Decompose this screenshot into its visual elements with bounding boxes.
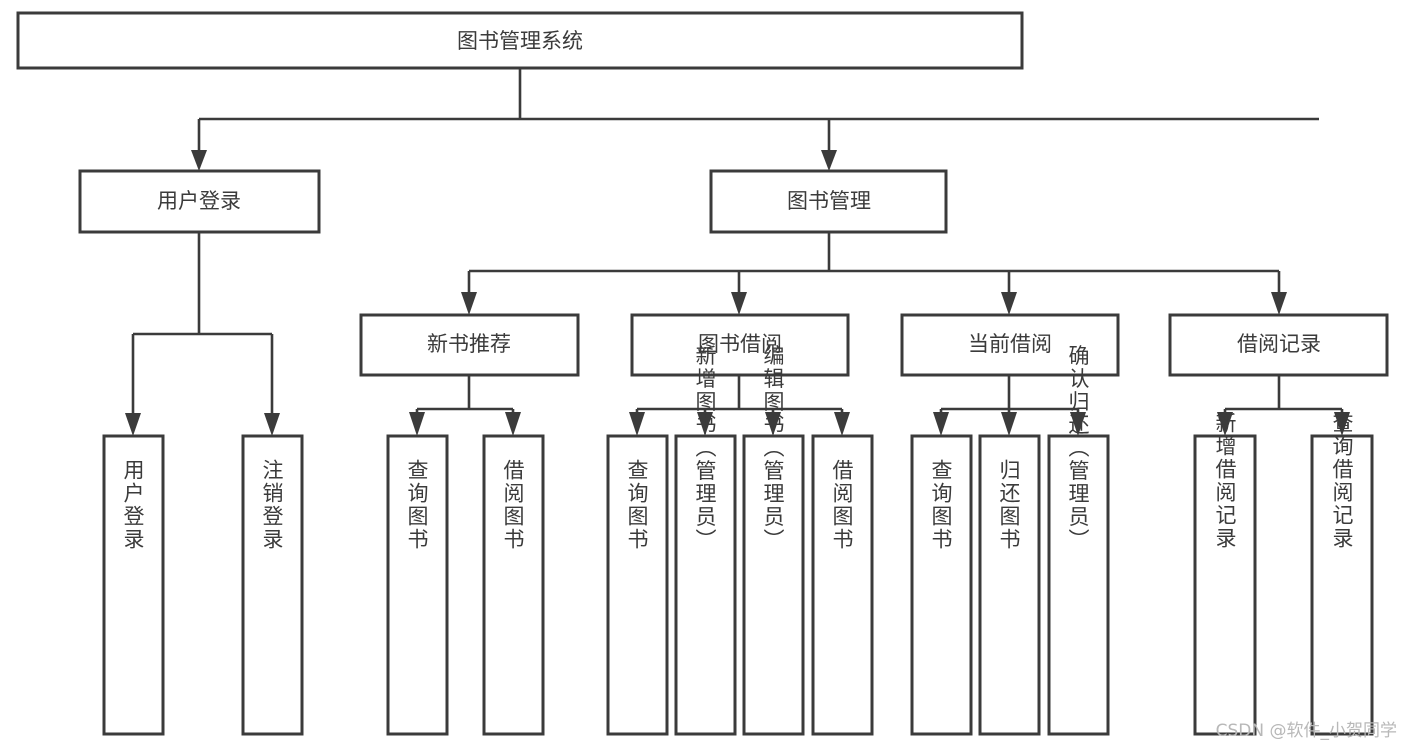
leaf-label-bb-borrow-book: 借阅图书 [830, 459, 854, 551]
arrow-head-leaf-user-login [125, 413, 141, 436]
arrow-head-br-leaf-1 [1217, 412, 1233, 436]
node-new-book[interactable]: 新书推荐 [359, 313, 580, 377]
arrow-head-current-borrow [1001, 292, 1017, 315]
leaf-node[interactable]: 用户登录 [102, 434, 165, 736]
leaf-node[interactable]: 查询图书 [910, 434, 973, 736]
leaf-box-nb-borrow-book[interactable] [482, 434, 545, 736]
arrow-head-user-login [191, 150, 207, 171]
node-book-manage-label: 图书管理 [787, 189, 871, 213]
arrow-head-bb-leaf-3 [765, 412, 781, 436]
arrow-head-bb-leaf-4 [834, 412, 850, 436]
arrow-head-leaf-logout [264, 413, 280, 436]
leaf-label-br-query-record: 查询借阅记录 [1330, 412, 1354, 550]
leaf-label-cb-confirm-return: 确认归还（管理员） [1066, 345, 1090, 552]
connectors [125, 68, 1350, 436]
leaf-node[interactable]: 新增图书（管理员） [674, 345, 737, 736]
leaf-box-bb-edit-book[interactable] [742, 434, 805, 736]
node-user-login-box[interactable] [78, 169, 321, 234]
leaf-node[interactable]: 注销登录 [241, 434, 304, 736]
leaf-node[interactable]: 归还图书 [978, 434, 1041, 736]
node-current-borrow-box[interactable] [900, 313, 1120, 377]
leaf-node[interactable]: 查询图书 [606, 434, 669, 736]
arrow-head-cb-leaf-1 [933, 412, 949, 436]
leaf-box-user-login[interactable] [102, 434, 165, 736]
leaf-box-nb-query-book[interactable] [386, 434, 449, 736]
leaf-box-bb-add-book[interactable] [674, 434, 737, 736]
leaf-label-cb-return-book: 归还图书 [997, 459, 1021, 551]
leaf-node[interactable]: 新增借阅记录 [1193, 412, 1257, 736]
leaf-node[interactable]: 查询借阅记录 [1310, 412, 1374, 736]
leaf-label-nb-borrow-book: 借阅图书 [501, 459, 525, 551]
leaf-box-br-add-record[interactable] [1193, 434, 1257, 736]
leaf-box-logout[interactable] [241, 434, 304, 736]
arrow-head-book-borrow [731, 292, 747, 315]
leaf-label-bb-edit-book: 编辑图书（管理员） [761, 345, 785, 552]
leaf-node[interactable]: 编辑图书（管理员） [742, 345, 805, 736]
node-user-login[interactable]: 用户登录 [78, 169, 321, 234]
node-root[interactable]: 图书管理系统 [16, 11, 1024, 70]
leaf-label-bb-add-book: 新增图书（管理员） [693, 345, 717, 552]
arrow-head-new-book [461, 292, 477, 315]
leaf-node[interactable]: 查询图书 [386, 434, 449, 736]
node-new-book-label: 新书推荐 [427, 332, 511, 356]
leaf-label-logout: 注销登录 [260, 459, 284, 551]
leaf-box-bb-query-book[interactable] [606, 434, 669, 736]
node-book-manage-box[interactable] [709, 169, 948, 234]
leaf-label-bb-query-book: 查询图书 [625, 459, 649, 551]
leaf-node[interactable]: 确认归还（管理员） [1047, 345, 1110, 736]
arrow-head-borrow-record [1271, 292, 1287, 315]
arrow-head-nb-leaf-1 [409, 412, 425, 436]
leaf-label-user-login: 用户登录 [121, 459, 145, 551]
node-borrow-record-box[interactable] [1168, 313, 1389, 377]
node-current-borrow[interactable]: 当前借阅 [900, 313, 1120, 377]
arrow-head-bb-leaf-2 [697, 412, 713, 436]
node-root-label: 图书管理系统 [457, 29, 583, 53]
arrow-head-book-manage [821, 150, 837, 171]
arrow-head-nb-leaf-2 [505, 412, 521, 436]
node-book-manage[interactable]: 图书管理 [709, 169, 948, 234]
leaf-box-cb-confirm-return[interactable] [1047, 434, 1110, 736]
arrow-head-br-leaf-2 [1334, 412, 1350, 436]
arrow-head-cb-leaf-2 [1001, 412, 1017, 436]
node-user-login-label: 用户登录 [157, 189, 241, 213]
node-current-borrow-label: 当前借阅 [968, 332, 1052, 356]
node-new-book-box[interactable] [359, 313, 580, 377]
arrow-head-cb-leaf-3 [1070, 412, 1086, 436]
leaf-node[interactable]: 借阅图书 [811, 434, 874, 736]
node-borrow-record-label: 借阅记录 [1237, 332, 1321, 356]
arrow-head-bb-leaf-1 [629, 412, 645, 436]
node-book-borrow-label: 图书借阅 [698, 332, 782, 356]
leaf-box-cb-query-book[interactable] [910, 434, 973, 736]
node-book-borrow[interactable]: 图书借阅 [630, 313, 850, 377]
leaf-node[interactable]: 借阅图书 [482, 434, 545, 736]
leaf-label-br-add-record: 新增借阅记录 [1213, 412, 1237, 550]
leaf-box-br-query-record[interactable] [1310, 434, 1374, 736]
leaf-box-cb-return-book[interactable] [978, 434, 1041, 736]
leaf-label-cb-query-book: 查询图书 [929, 459, 953, 551]
leaf-label-nb-query-book: 查询图书 [405, 459, 429, 551]
node-root-box[interactable] [16, 11, 1024, 70]
leaf-box-bb-borrow-book[interactable] [811, 434, 874, 736]
node-borrow-record[interactable]: 借阅记录 [1168, 313, 1389, 377]
node-book-borrow-box[interactable] [630, 313, 850, 377]
